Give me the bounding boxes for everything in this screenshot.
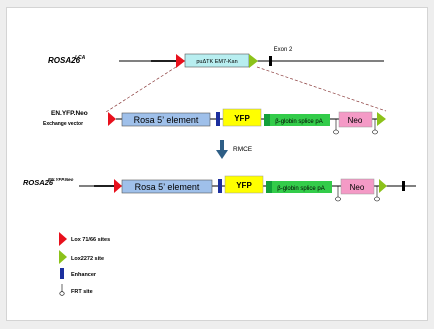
legend-item: Lox2272 site <box>59 250 104 264</box>
frt-site <box>372 119 378 135</box>
lox71-66-site <box>108 112 116 126</box>
rmce-diagram: ROSA26 LCA puΔTK EM7-Kan Exon 2 EN.YFP.N… <box>23 47 416 296</box>
vector-name: EN.YFP.Neo <box>51 110 88 117</box>
legend-item: FRT site <box>59 284 93 296</box>
result-allele-superscript: EN.YFP.Neo <box>48 177 74 182</box>
result-allele-name: ROSA26 <box>23 178 54 187</box>
rmce-label: RMCE <box>233 146 253 153</box>
right-recombination-line <box>256 66 387 112</box>
rmce-step: RMCE <box>216 140 253 159</box>
legend-label: Enhancer <box>71 272 97 278</box>
exon2-marker <box>402 181 405 191</box>
vector-subtitle: Exchange vector <box>43 121 83 127</box>
legend-label: Lox 71/66 sites <box>71 237 110 243</box>
frt-site <box>335 186 341 202</box>
top-allele: ROSA26 LCA puΔTK EM7-Kan Exon 2 <box>48 47 384 68</box>
rmce-arrow-icon <box>216 150 228 159</box>
result-allele: ROSA26 EN.YFP.Neo Rosa 5’ element YFP β-… <box>23 175 416 202</box>
enhancer <box>216 112 220 126</box>
lox2272-site <box>377 112 386 126</box>
globin-exon-dark <box>266 181 272 193</box>
enhancer <box>218 179 222 193</box>
lollipop-icon <box>59 284 65 296</box>
beta-globin-splice-pa <box>264 114 330 126</box>
exon2-label: Exon 2 <box>274 47 293 53</box>
frt-site <box>374 186 380 202</box>
legend-label: FRT site <box>71 289 93 295</box>
lox71-66-site <box>176 54 185 68</box>
yfp-gene <box>224 175 264 194</box>
legend-item: Enhancer <box>60 268 97 279</box>
lox71-66-site <box>114 179 122 193</box>
globin-label: β-globin splice pA <box>277 186 324 192</box>
yfp-gene <box>222 108 262 127</box>
top-allele-name: ROSA26 <box>48 56 81 65</box>
beta-globin-splice-pa <box>266 181 332 193</box>
legend-item: Lox 71/66 sites <box>59 232 110 246</box>
yfp-label: YFP <box>236 181 252 190</box>
rosa-5-element <box>121 179 213 194</box>
rosa-label: Rosa 5’ element <box>135 182 200 192</box>
rosa-label: Rosa 5’ element <box>134 115 199 125</box>
blue-bar-icon <box>60 268 64 279</box>
lox2272-site <box>379 179 387 193</box>
figure-frame: ROSA26 LCA puΔTK EM7-Kan Exon 2 EN.YFP.N… <box>6 7 428 321</box>
globin-label: β-globin splice pA <box>275 119 322 125</box>
neo-gene <box>340 178 375 195</box>
rmce-arrow-shaft <box>220 140 224 151</box>
top-allele-superscript: LCA <box>75 55 86 61</box>
lox2272-site <box>249 54 258 68</box>
globin-exon-dark <box>264 114 270 126</box>
green-triangle-icon <box>59 250 67 264</box>
neo-gene <box>338 111 373 128</box>
legend-label: Lox2272 site <box>71 256 104 262</box>
exchange-vector: EN.YFP.Neo Exchange vector Rosa 5’ eleme… <box>43 108 386 135</box>
cassette-label: puΔTK EM7-Kan <box>196 59 237 65</box>
frt-site <box>333 119 339 135</box>
left-recombination-line <box>105 66 177 113</box>
yfp-label: YFP <box>234 114 250 123</box>
rosa-5-element <box>121 112 211 127</box>
legend: Lox 71/66 sites Lox2272 site Enhancer FR… <box>59 232 110 296</box>
neo-label: Neo <box>348 116 363 125</box>
red-triangle-icon <box>59 232 67 246</box>
neo-label: Neo <box>350 183 365 192</box>
exon2-marker <box>269 56 272 66</box>
